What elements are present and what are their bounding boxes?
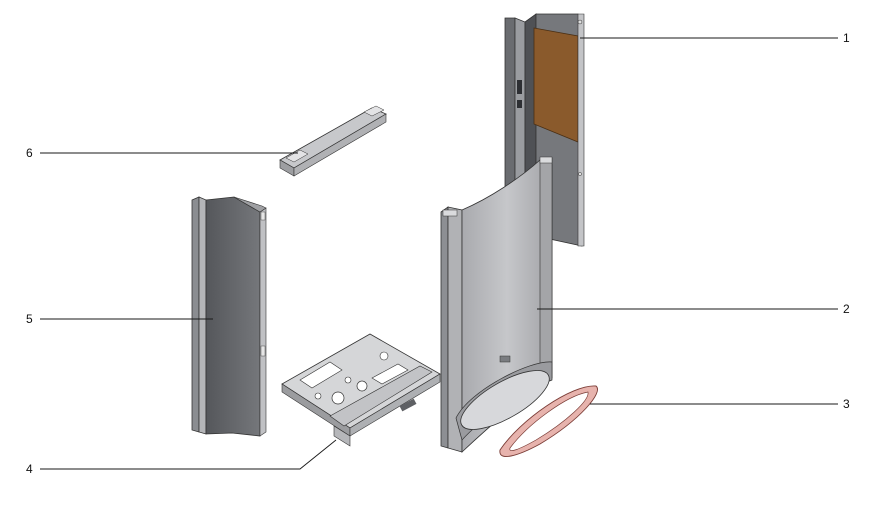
part-3-gasket xyxy=(499,385,598,457)
leader-lines xyxy=(40,37,838,470)
callout-6: 6 xyxy=(26,146,33,160)
callout-5: 5 xyxy=(26,312,33,326)
leader-line-4 xyxy=(40,439,337,470)
part-6-crossbar xyxy=(279,105,387,177)
callout-4: 4 xyxy=(26,462,33,476)
part-2-front-panel xyxy=(440,156,553,453)
insulation-pad xyxy=(533,27,579,143)
part-5-side-panel xyxy=(191,196,267,437)
part-4-base-tray xyxy=(281,333,441,447)
callout-3: 3 xyxy=(843,397,850,411)
callout-2: 2 xyxy=(843,302,850,316)
callout-1: 1 xyxy=(843,31,850,45)
